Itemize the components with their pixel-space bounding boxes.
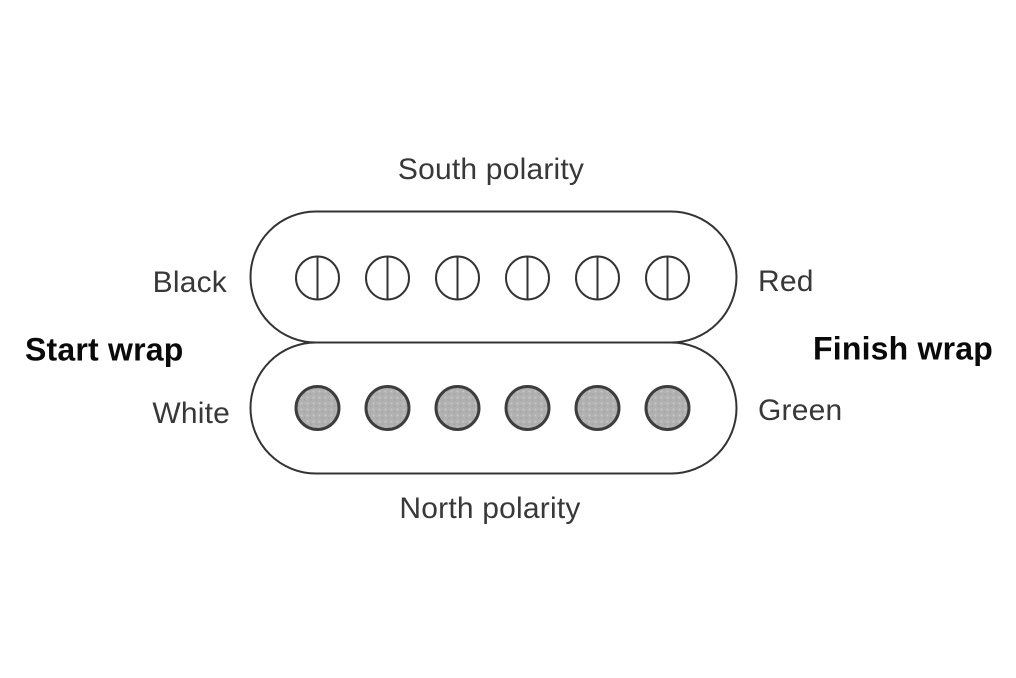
south-polarity-label: South polarity — [397, 153, 585, 186]
red-wire-label: Red — [758, 265, 814, 298]
slug-pole — [364, 385, 411, 431]
slug-pole — [504, 385, 551, 431]
finish-wrap-label: Finish wrap — [813, 330, 993, 367]
white-wire-label: White — [152, 397, 230, 430]
slug-pole — [644, 385, 691, 431]
slug-pole — [434, 385, 481, 431]
north-coil-bobbin — [249, 341, 738, 475]
start-wrap-label: Start wrap — [25, 331, 184, 368]
north-polarity-label: North polarity — [399, 492, 581, 525]
slug-pole — [574, 385, 621, 431]
slug-pole — [294, 385, 341, 431]
black-wire-label: Black — [152, 266, 227, 299]
green-wire-label: Green — [758, 394, 843, 427]
